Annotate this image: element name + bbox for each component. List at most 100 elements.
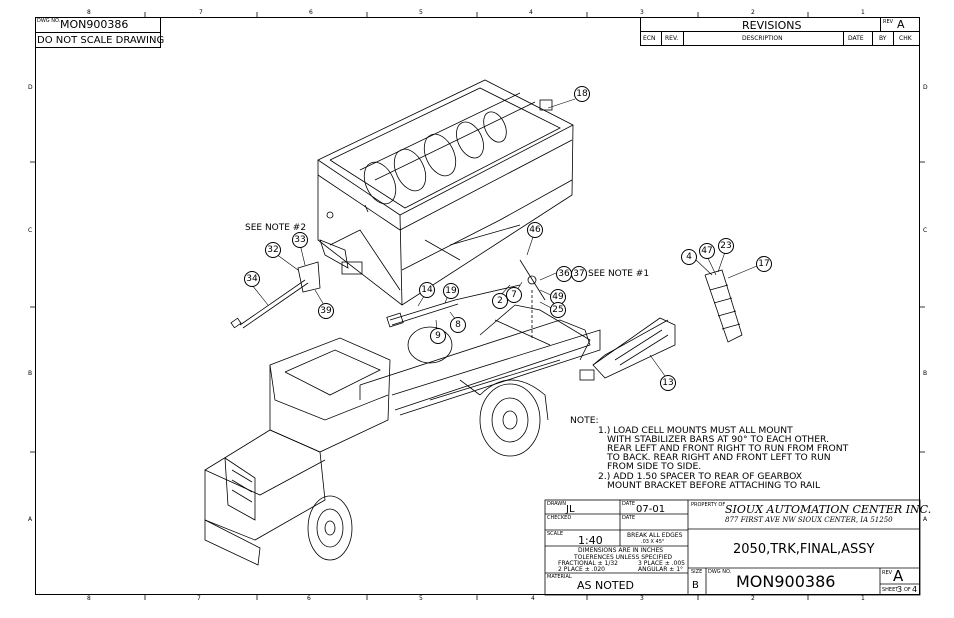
zone-row-b-left: B: [28, 370, 33, 377]
dwg-number-divider: [35, 32, 161, 33]
note-line-1: 1.) LOAD CELL MOUNTS MUST ALL MOUNT: [598, 425, 793, 436]
three-place-tolerance: 3 PLACE ± .005: [638, 560, 686, 567]
revisions-rev-label: REV: [883, 19, 894, 25]
zone-row-c-right: C: [923, 227, 928, 234]
date2-label: DATE: [622, 515, 636, 521]
zone-col-8: 8: [87, 9, 91, 16]
rev-value: A: [893, 567, 904, 585]
revisions-rev-sep: [880, 17, 881, 31]
balloon-18: 18: [574, 86, 590, 102]
angular-tolerance: ANGULAR ± 1°: [638, 566, 684, 573]
dwg-no-value: MON900386: [736, 572, 836, 591]
zone-col-6-bottom: 6: [307, 595, 311, 602]
zone-row-d-left: D: [28, 84, 33, 91]
balloon-32: 32: [265, 242, 281, 258]
title-block-lines: [544, 499, 921, 596]
notes-label: NOTE:: [570, 415, 599, 426]
zone-row-c-left: C: [28, 227, 33, 234]
revisions-col-ecn: ECN: [643, 35, 656, 42]
material-value: AS NOTED: [577, 579, 635, 592]
break-edges-value: .03 X 45°: [641, 539, 665, 545]
balloon-33: 33: [292, 232, 308, 248]
see-note-2-label: SEE NOTE #2: [245, 223, 307, 233]
balloon-23: 23: [718, 238, 734, 254]
balloon-2: 2: [492, 293, 508, 309]
revisions-rev-value: A: [897, 18, 905, 31]
balloon-36: 36: [556, 266, 572, 282]
dwg-no-top: MON900386: [60, 18, 129, 31]
sheet-total: 4: [912, 585, 918, 594]
revisions-divider: [640, 31, 920, 32]
revisions-col-by: BY: [879, 35, 887, 42]
note-line-6: 2.) ADD 1.50 SPACER TO REAR OF GEARBOX: [598, 471, 803, 482]
drawing-border: [35, 17, 920, 595]
revisions-col-sep-4: [872, 31, 873, 46]
note-line-4: TO BACK. REAR RIGHT AND FRONT LEFT TO RU…: [607, 452, 831, 463]
revisions-col-description: DESCRIPTION: [742, 35, 783, 42]
zone-col-4: 4: [529, 9, 533, 16]
zone-col-7-bottom: 7: [197, 595, 201, 602]
sheet-of-label: OF: [904, 587, 911, 593]
zone-row-b-right: B: [923, 370, 928, 377]
date-label: DATE: [622, 501, 636, 507]
break-edges-label: BREAK ALL EDGES: [627, 532, 683, 539]
balloon-17: 17: [756, 256, 772, 272]
balloon-34: 34: [244, 271, 260, 287]
zone-col-6: 6: [309, 9, 313, 16]
zone-col-3: 3: [640, 9, 644, 16]
zone-row-a-left: A: [28, 516, 33, 523]
zone-col-2: 2: [751, 9, 755, 16]
revisions-col-rev: REV.: [665, 35, 679, 42]
mixer-body-drawing: [317, 79, 574, 306]
material-label: MATERIAL: [547, 574, 572, 580]
balloon-25: 25: [550, 302, 566, 318]
balloon-4: 4: [681, 249, 697, 265]
zone-col-5-bottom: 5: [419, 595, 423, 602]
rev-label: REV: [882, 570, 893, 576]
zone-col-8-bottom: 8: [87, 595, 91, 602]
checked-label: CHECKED: [547, 515, 572, 521]
drawn-label: DRAWN: [547, 501, 566, 507]
balloon-46: 46: [527, 222, 543, 238]
balloon-19: 19: [443, 283, 459, 299]
scale-label: SCALE: [547, 531, 564, 537]
zone-col-7: 7: [199, 9, 203, 16]
note-line-7: MOUNT BRACKET BEFORE ATTACHING TO RAIL: [607, 480, 821, 491]
revisions-col-sep-3: [843, 31, 844, 46]
conveyor-drawing: [579, 317, 676, 381]
dimensions-line-2: TOLERENCES UNLESS SPECIFIED: [574, 554, 673, 561]
note-line-3: REAR LEFT AND FRONT RIGHT TO RUN FROM FR…: [607, 443, 849, 454]
sheet-number: 3: [897, 585, 903, 594]
property-of-label: PROPERTY OF: [691, 502, 726, 508]
drawing-title: 2050,TRK,FINAL,ASSY: [733, 542, 875, 557]
scale-value: 1:40: [578, 534, 603, 547]
balloon-13: 13: [660, 375, 676, 391]
zone-col-4-bottom: 4: [531, 595, 535, 602]
balloon-47: 47: [699, 243, 715, 259]
balloon-39: 39: [318, 303, 334, 319]
balloon-8: 8: [450, 317, 466, 333]
zone-col-2-bottom: 2: [751, 595, 755, 602]
do-not-scale-label: DO NOT SCALE DRAWING: [37, 35, 165, 46]
revisions-col-sep-2: [683, 31, 684, 46]
truck-drawing: [204, 304, 601, 566]
zone-col-1: 1: [861, 9, 865, 16]
revisions-title: REVISIONS: [742, 19, 802, 32]
zone-col-5: 5: [419, 9, 423, 16]
balloon-37: 37: [571, 266, 587, 282]
leader-lines: [251, 98, 758, 377]
driveline-drawing: [230, 259, 546, 340]
fractional-tolerance: FRACTIONAL ± 1/32: [558, 560, 618, 567]
size-label: SIZE: [691, 569, 703, 575]
note-line-5: FROM SIDE TO SIDE.: [607, 461, 702, 472]
zone-col-1-bottom: 1: [861, 595, 865, 602]
two-place-tolerance: 2 PLACE ± .020: [558, 566, 606, 573]
revisions-col-sep-5: [893, 31, 894, 46]
size-value: B: [692, 580, 699, 591]
company-address: 877 FIRST AVE NW SIOUX CENTER, IA 51250: [725, 516, 893, 524]
revisions-col-chk: CHK: [899, 35, 912, 42]
zone-row-a-right: A: [923, 516, 928, 523]
dwg-no-label: DWG NO.: [708, 569, 732, 575]
border-ticks: [30, 12, 925, 600]
